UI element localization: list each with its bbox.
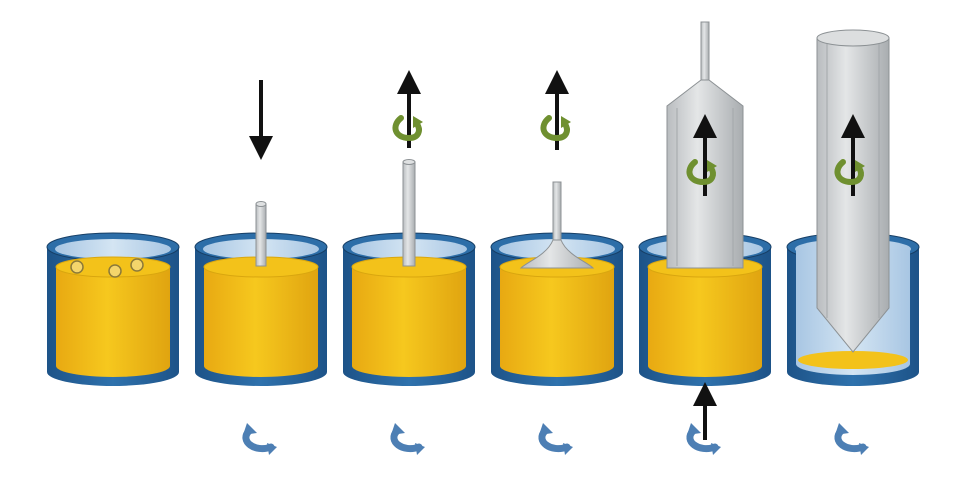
crucible-rotation-arrow [242,423,277,455]
rotation-arrowhead [413,116,423,128]
seed-rod-top [255,201,267,207]
seed-rotation-arrow [540,115,571,142]
rotation-arrowhead [267,443,277,455]
rotation-arrowhead [539,423,553,435]
seed-rod-top [402,159,416,165]
polysilicon-chunk [108,264,122,278]
rotation-arrowhead [561,116,571,128]
stage-4 [490,70,624,455]
melt-body [352,267,466,377]
rotation-arrowhead [711,443,721,455]
rotation-arrowhead [415,443,425,455]
crucible-rotation-arrow [834,423,869,455]
crucible-inner [55,239,171,259]
seed-rotation-arrow [834,159,865,186]
rotation-arrowhead [859,443,869,455]
melt-body [204,267,318,377]
rotation-arrowhead [835,423,849,435]
stages-layer [46,21,920,455]
crystal-shoulder [519,239,595,269]
rotation-arc [834,159,864,186]
polysilicon-chunk [70,260,84,274]
crucible-rotation-arrow [390,423,425,455]
rotation-arc [392,115,422,142]
rotation-arrowhead [687,423,701,435]
stage-3 [342,70,476,455]
rotation-arrowhead [855,160,865,172]
rotation-arrowhead [391,423,405,435]
seed-rod [402,161,416,267]
melt-body [500,267,614,377]
rotation-arc [540,115,570,142]
melt-puddle [798,351,908,369]
crucible-rotation-arrow [538,423,573,455]
seed-rod [255,203,267,267]
seed-rod [552,181,562,241]
seed-rotation-arrow [686,159,717,186]
polysilicon-chunk [130,258,144,272]
melt-body [56,267,170,377]
rotation-arrowhead [707,160,717,172]
stage-1 [46,232,180,386]
stage-5 [638,21,772,455]
rotation-arrowhead [243,423,257,435]
crucible-rotation-arrow [686,423,721,455]
rotation-arc [686,159,716,186]
stage-2 [194,80,328,455]
stage-6 [786,29,920,455]
melt-body [648,267,762,377]
rotation-arrowhead [563,443,573,455]
ingot-top [816,29,890,47]
seed-rod [700,21,710,81]
seed-rotation-arrow [392,115,423,142]
